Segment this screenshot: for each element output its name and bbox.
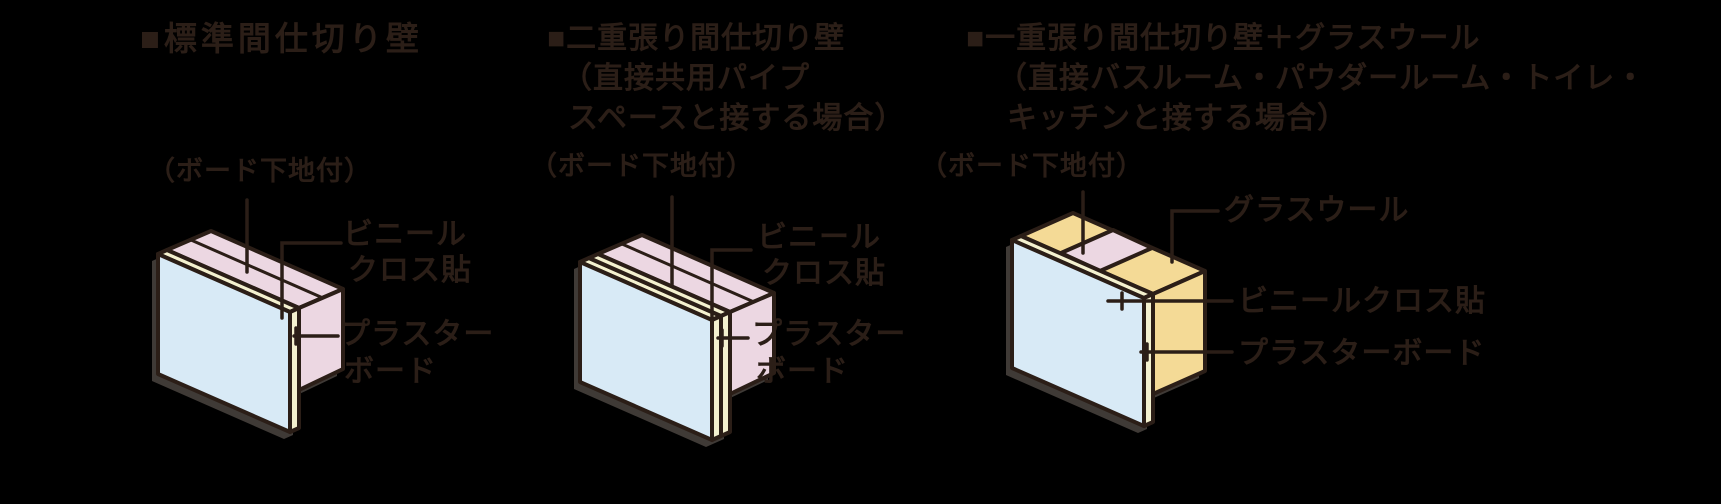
vinyl-cloth-leader	[280, 241, 343, 320]
diagram-title: ■標準間仕切り壁	[140, 20, 423, 57]
board-note-label: （ボード下地付）	[920, 151, 1144, 181]
vinyl-cloth-label-line2: クロス貼	[348, 254, 472, 287]
vinyl-cloth-label: ビニールクロス貼	[1238, 285, 1486, 318]
wall-illustration-double	[574, 195, 776, 447]
glasswool-end-face	[1151, 269, 1207, 396]
glasswool-label: グラスウール	[1224, 194, 1410, 227]
vinyl-cloth-face	[1010, 238, 1146, 428]
diagram-title-line2: （直接共用パイプ	[562, 62, 810, 95]
diagram-title-line1: ■二重張り間仕切り壁	[547, 22, 846, 55]
plaster-board-label: プラスターボード	[1238, 337, 1486, 370]
cavity-inner-line	[621, 242, 755, 304]
diagram-title-line2: （直接バスルーム・パウダールーム・トイレ・	[997, 62, 1647, 95]
vinyl-cloth-face	[578, 260, 714, 442]
plaster-board-label-line2: ボード	[344, 355, 437, 388]
board-note-label: （ボード下地付）	[148, 156, 372, 186]
board-note-label: （ボード下地付）	[530, 151, 754, 181]
vinyl-cloth-leader	[710, 248, 753, 332]
vinyl-cloth-label-line2: クロス貼	[762, 257, 886, 290]
glasswool-leader	[1170, 209, 1220, 264]
cavity-inner-line	[190, 238, 324, 300]
diagram-title-line3: スペースと接する場合）	[568, 102, 906, 135]
wall-illustration-glasswool	[1006, 190, 1234, 433]
plaster-board-label-line1: プラスター	[752, 318, 907, 351]
wall-illustration-standard	[152, 198, 345, 439]
vinyl-cloth-label-line1: ビニール	[757, 221, 881, 254]
vinyl-cloth-face	[156, 252, 292, 434]
plaster-board-label-line2: ボード	[756, 355, 849, 388]
plaster-board-label-line1: プラスター	[340, 318, 495, 351]
diagram-title-line1: ■一重張り間仕切り壁＋グラスウール	[966, 22, 1481, 55]
vinyl-cloth-label-line1: ビニール	[343, 218, 467, 251]
diagram-title-line3: キッチンと接する場合）	[1007, 102, 1348, 135]
